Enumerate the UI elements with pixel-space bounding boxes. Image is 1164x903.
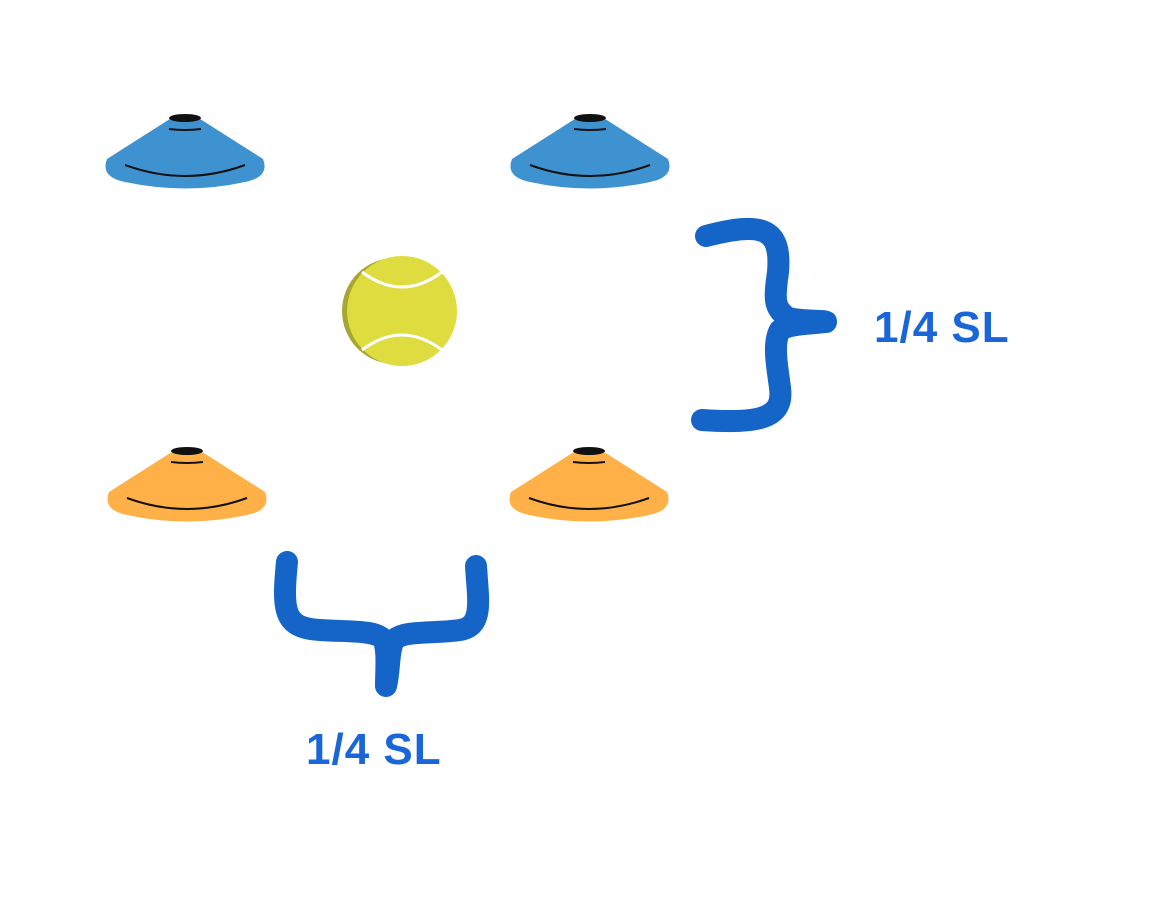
horizontal-spacing-label: 1/4 SL — [306, 725, 442, 774]
vertical-brace-icon — [691, 217, 837, 433]
cone-blue-top-right — [509, 113, 671, 190]
horizontal-brace-icon — [274, 551, 490, 697]
cone-orange-bottom-right — [508, 446, 670, 523]
cone-orange-bottom-left — [106, 446, 268, 523]
tennis-ball-icon — [342, 256, 457, 366]
vertical-spacing-label: 1/4 SL — [874, 303, 1010, 352]
cone-blue-top-left — [104, 113, 266, 190]
